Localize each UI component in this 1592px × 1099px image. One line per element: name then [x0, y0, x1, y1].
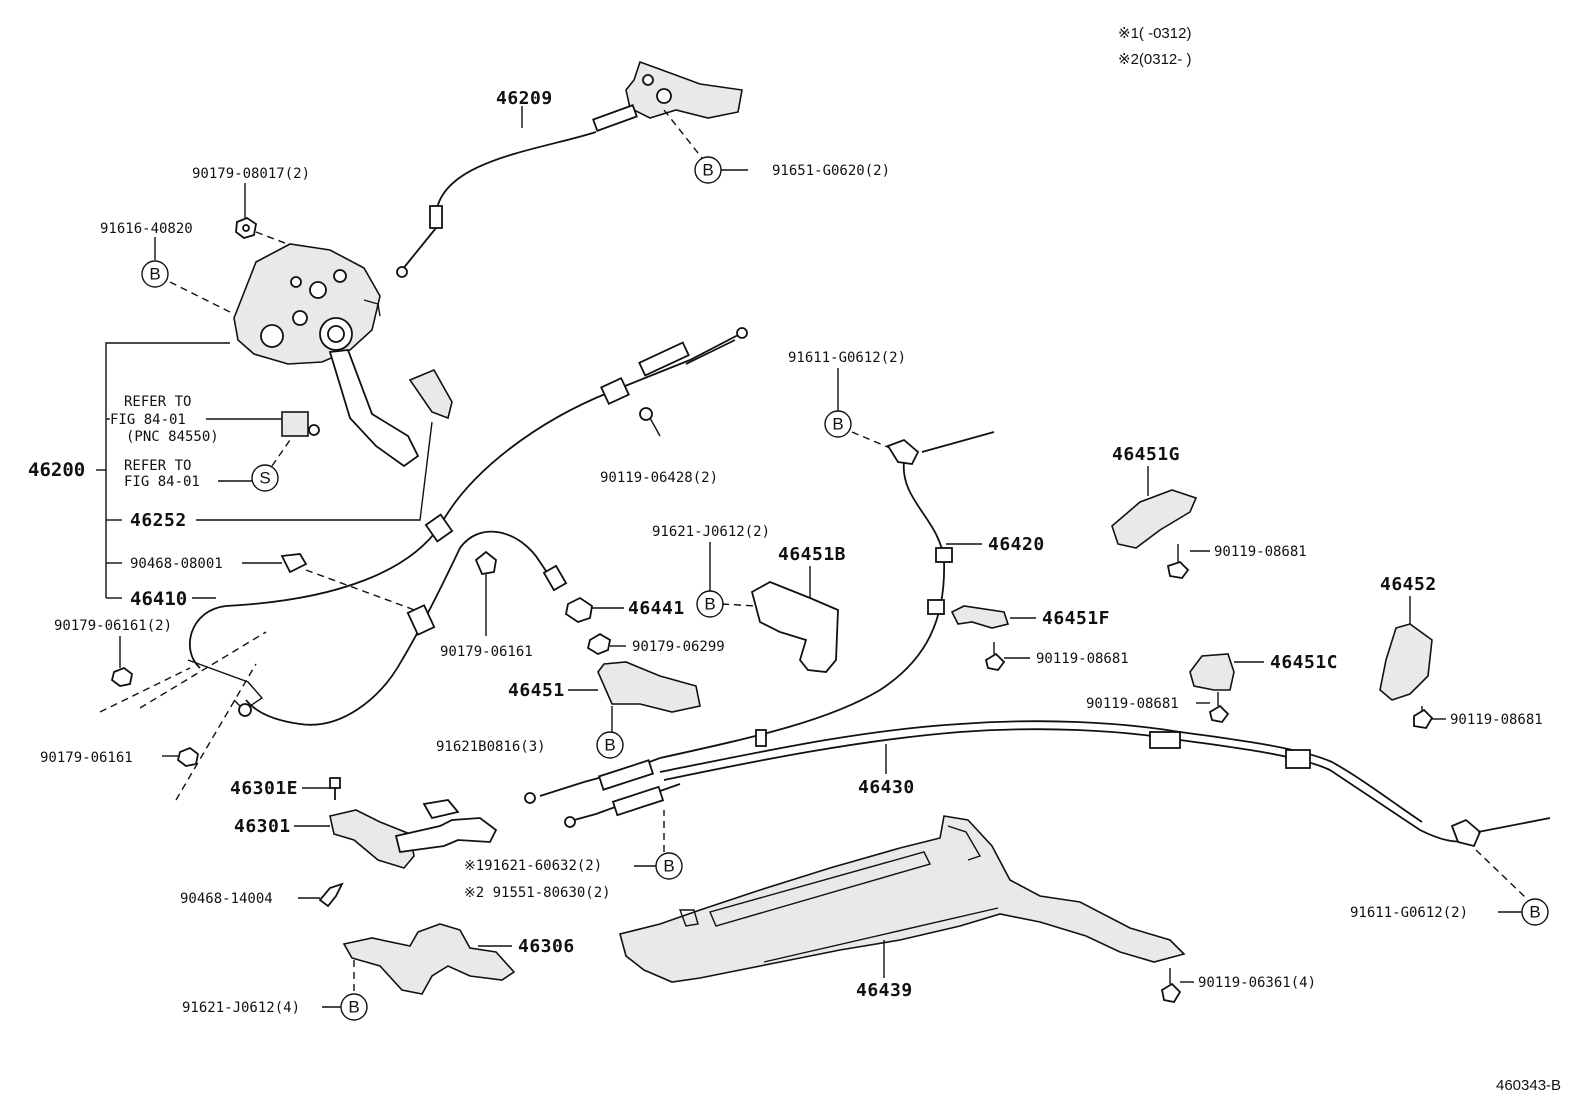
clip-90468-14004: [318, 882, 344, 908]
label-46252: 46252: [130, 510, 187, 531]
label-46451: 46451: [508, 680, 565, 701]
nut-icon: [176, 746, 199, 767]
svg-text:B: B: [149, 265, 160, 284]
svg-text:B: B: [604, 736, 615, 755]
nut-icon: [235, 216, 257, 239]
label-46451c: 46451C: [1270, 652, 1338, 673]
label-91621-j0612-2: 91621-J0612(2): [652, 524, 770, 540]
label-91551-80630: ※2 91551-80630(2): [464, 885, 611, 901]
svg-text:B: B: [348, 998, 359, 1017]
label-90179-08017: 90179-08017(2): [192, 166, 310, 182]
bracket-46452: [1379, 623, 1433, 701]
refer1-line2: FIG 84-01: [110, 412, 186, 428]
bolt-marker-b: B: [141, 260, 169, 288]
bolt-icon: [1208, 704, 1230, 723]
clip-icon: [474, 550, 497, 576]
label-90179-06161-a: 90179-06161: [440, 644, 533, 660]
label-91621-j0612-4: 91621-J0612(4): [182, 1000, 300, 1016]
cable-46420: [659, 431, 995, 759]
front-cable-46410: [187, 327, 748, 717]
refer2-line2: FIG 84-01: [124, 474, 200, 490]
label-91611-g0612-top: 91611-G0612(2): [788, 350, 906, 366]
refer2-line1: REFER TO: [124, 458, 191, 474]
label-46200: 46200: [28, 459, 85, 481]
label-46301e: 46301E: [230, 778, 298, 799]
label-46439: 46439: [856, 980, 913, 1001]
label-91651-g0620: 91651-G0620(2): [772, 163, 890, 179]
bolt-icon: [1166, 560, 1190, 579]
bracket-46451: [597, 661, 701, 713]
label-90119-08681-c: 90119-08681: [1086, 696, 1179, 712]
label-90179-06161-b: 90179-06161: [40, 750, 133, 766]
svg-text:B: B: [702, 161, 713, 180]
label-90119-08681-a: 90119-08681: [1214, 544, 1307, 560]
label-46452: 46452: [1380, 574, 1437, 595]
label-46451f: 46451F: [1042, 608, 1110, 629]
svg-text:B: B: [1529, 903, 1540, 922]
switch-part: [281, 411, 320, 437]
bolt-marker-b: B: [1521, 898, 1549, 926]
link-46301: [394, 817, 498, 854]
label-90179-06161-2: 90179-06161(2): [54, 618, 172, 634]
label-90468-08001: 90468-08001: [130, 556, 223, 572]
label-46209: 46209: [496, 88, 553, 109]
note-1: ※1( -0312): [1118, 25, 1191, 42]
bolt-icon: [1160, 982, 1182, 1004]
svg-text:B: B: [704, 595, 715, 614]
diagram-code: 460343-B: [1496, 1077, 1561, 1094]
label-46451g: 46451G: [1112, 444, 1180, 465]
screw-marker-s: S: [251, 464, 279, 492]
label-90468-14004: 90468-14004: [180, 891, 273, 907]
label-91616-40820: 91616-40820: [100, 221, 193, 237]
bracket-46451g: [1111, 489, 1198, 549]
label-46410: 46410: [130, 588, 187, 610]
label-91621-60632: ※191621-60632(2): [464, 858, 602, 874]
label-90119-08681-d: 90119-08681: [1450, 712, 1543, 728]
label-46430: 46430: [858, 777, 915, 798]
label-90119-06428: 90119-06428(2): [600, 470, 718, 486]
bolt-marker-b: B: [596, 731, 624, 759]
bracket-46451c: [1189, 653, 1235, 691]
refer1-line3: (PNC 84550): [126, 429, 219, 445]
label-91621b0816: 91621B0816(3): [436, 739, 546, 755]
pin-46301e: [329, 777, 341, 800]
cable-46430: [659, 720, 1551, 848]
label-90119-06361: 90119-06361(4): [1198, 975, 1316, 991]
cable-end-fittings: [524, 757, 681, 828]
cable-lh: [245, 530, 568, 726]
svg-text:B: B: [832, 415, 843, 434]
label-46306: 46306: [518, 936, 575, 957]
bolt-marker-b: B: [696, 590, 724, 618]
bolt-icon: [984, 652, 1006, 671]
bolt-marker-b: B: [694, 156, 722, 184]
label-46420: 46420: [988, 534, 1045, 555]
note-2: ※2(0312- ): [1118, 51, 1191, 68]
bolt-icon: [1413, 708, 1434, 729]
bracket-46306: [342, 923, 516, 995]
bolt-90119-06428: [639, 407, 661, 437]
bracket-46451f: [950, 605, 1010, 629]
nut-46441: [564, 596, 593, 623]
label-46451b: 46451B: [778, 544, 846, 565]
bolt-marker-b: B: [655, 852, 683, 880]
nut-icon: [110, 666, 133, 687]
nut-icon: [586, 632, 612, 656]
label-90179-06299: 90179-06299: [632, 639, 725, 655]
bolt-marker-b: B: [340, 993, 368, 1021]
label-91611-g0612-bottom: 91611-G0612(2): [1350, 905, 1468, 921]
pedal-bracket-assembly: [233, 243, 453, 468]
bracket-46451b: [750, 581, 839, 673]
label-90119-08681-b: 90119-08681: [1036, 651, 1129, 667]
svg-text:S: S: [259, 469, 270, 488]
lever-46301: [329, 809, 415, 869]
release-handle-46209: [396, 60, 743, 278]
bolt-marker-b: B: [824, 410, 852, 438]
refer1-line1: REFER TO: [124, 394, 191, 410]
label-46441: 46441: [628, 598, 685, 619]
label-46301: 46301: [234, 816, 291, 837]
heat-insulator-46439: [619, 815, 1186, 983]
svg-text:B: B: [663, 857, 674, 876]
